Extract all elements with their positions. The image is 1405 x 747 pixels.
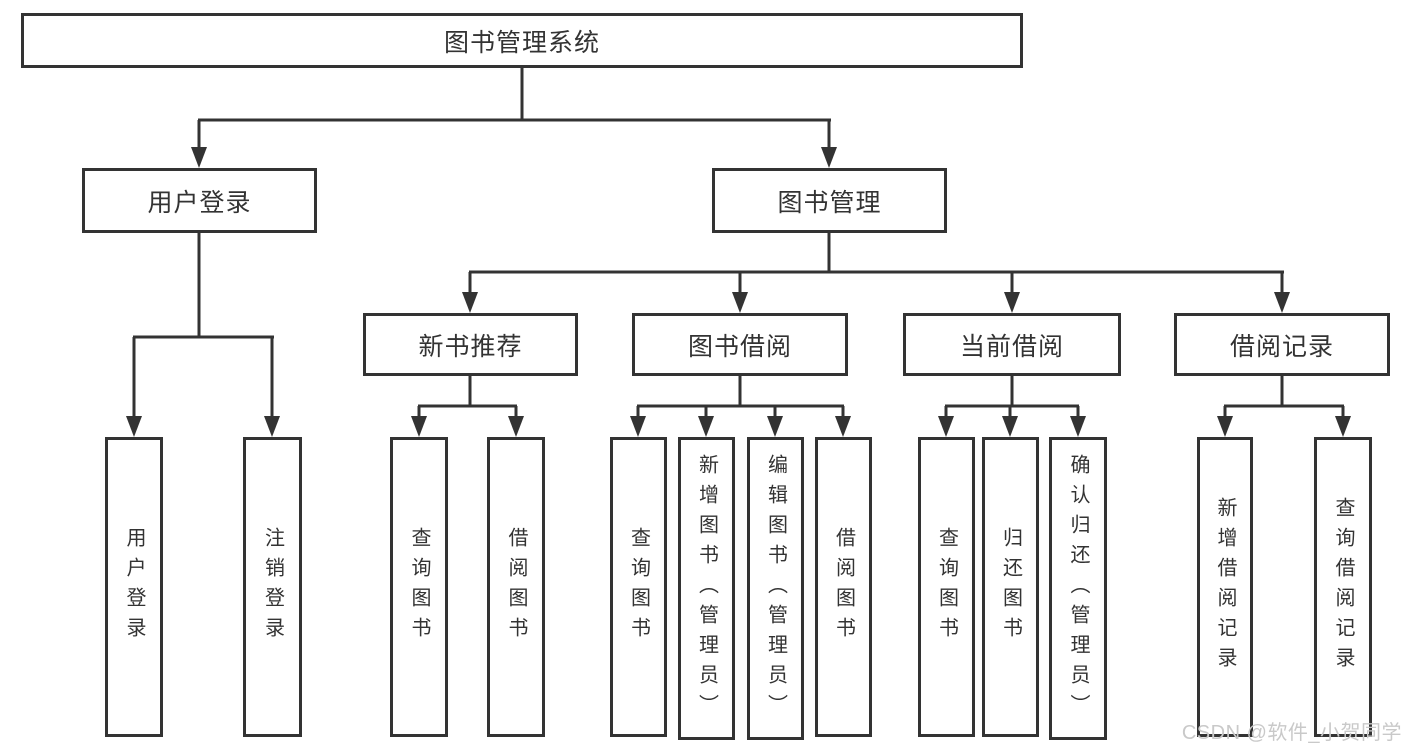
node-cb-confirm-return: 确认归还（管理员）	[1049, 437, 1107, 740]
node-borrow-record-label: 借阅记录	[1229, 332, 1334, 361]
node-book-borrow-label: 图书借阅	[687, 332, 792, 361]
csdn-watermark: CSDN @软件_小贺同学	[1181, 722, 1402, 744]
node-nbr-query-book: 查询图书	[390, 437, 448, 737]
node-nbr-borrow-book-label: 借阅图书	[505, 527, 527, 647]
node-logout: 注销登录	[243, 437, 302, 737]
node-root-label: 图书管理系统	[443, 28, 600, 57]
node-cb-return-book-label: 归还图书	[999, 527, 1022, 647]
node-cb-query-book-label: 查询图书	[935, 527, 958, 647]
node-book-management-label: 图书管理	[777, 188, 882, 217]
node-root: 图书管理系统	[21, 13, 1023, 68]
node-book-management: 图书管理	[712, 168, 947, 233]
node-nbr-borrow-book: 借阅图书	[487, 437, 545, 737]
node-bb-borrow-book: 借阅图书	[815, 437, 872, 737]
node-cb-return-book: 归还图书	[982, 437, 1039, 737]
node-current-borrow-label: 当前借阅	[959, 332, 1064, 361]
node-bb-edit-book-label: 编辑图书（管理员）	[764, 453, 787, 724]
node-new-book-recommend: 新书推荐	[363, 313, 578, 376]
node-bb-borrow-book-label: 借阅图书	[832, 527, 855, 647]
node-user-login-label: 用户登录	[147, 188, 252, 217]
node-bb-query-book: 查询图书	[610, 437, 667, 737]
arrowheads	[126, 147, 1351, 437]
node-cb-query-book: 查询图书	[918, 437, 975, 737]
node-bb-add-book-label: 新增图书（管理员）	[695, 453, 718, 724]
node-book-borrow: 图书借阅	[632, 313, 848, 376]
node-cb-confirm-return-label: 确认归还（管理员）	[1067, 453, 1089, 724]
node-bb-edit-book: 编辑图书（管理员）	[747, 437, 804, 740]
node-br-add-record: 新增借阅记录	[1197, 437, 1253, 737]
node-user-login: 用户登录	[82, 168, 317, 233]
node-new-book-recommend-label: 新书推荐	[418, 332, 523, 361]
node-br-add-record-label: 新增借阅记录	[1214, 497, 1236, 677]
node-login: 用户登录	[105, 437, 163, 737]
node-bb-add-book: 新增图书（管理员）	[678, 437, 735, 740]
node-current-borrow: 当前借阅	[903, 313, 1121, 376]
node-logout-label: 注销登录	[261, 527, 284, 647]
node-br-query-record: 查询借阅记录	[1314, 437, 1372, 737]
node-br-query-record-label: 查询借阅记录	[1332, 497, 1354, 677]
node-nbr-query-book-label: 查询图书	[408, 527, 430, 647]
node-login-label: 用户登录	[123, 527, 145, 647]
node-bb-query-book-label: 查询图书	[627, 527, 650, 647]
node-borrow-record: 借阅记录	[1174, 313, 1390, 376]
